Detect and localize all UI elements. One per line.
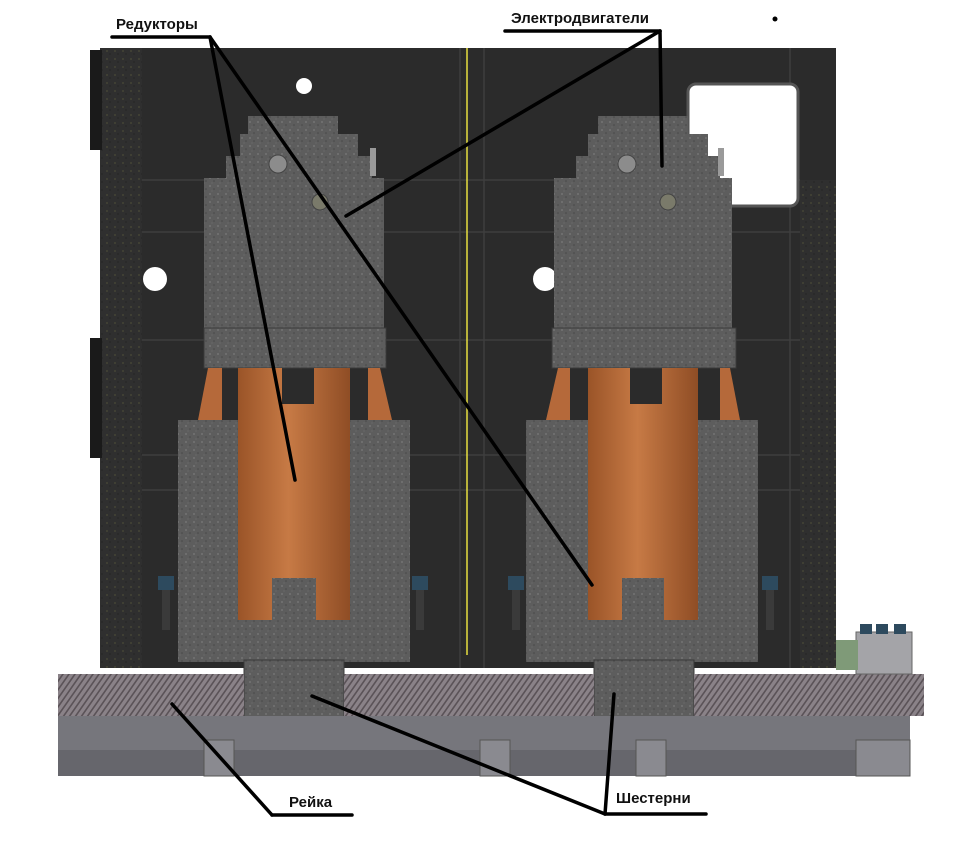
rack-end-knob	[894, 624, 906, 634]
label-reducers: Редукторы	[116, 16, 198, 33]
mounting-hole	[296, 78, 312, 94]
right-bolt	[508, 576, 524, 590]
left-copper-wedge	[368, 368, 392, 420]
gears-leader-right	[603, 692, 616, 816]
rack-teeth	[344, 674, 594, 716]
left-bolt	[162, 590, 170, 630]
right-copper-core	[588, 368, 698, 620]
left-flange	[203, 327, 387, 369]
motors-leader-left	[344, 29, 662, 218]
left-motor-body	[204, 116, 384, 330]
right-motor-bolt	[617, 154, 637, 174]
right-copper-wedge	[720, 368, 740, 420]
motors-leader-right	[658, 29, 664, 168]
reducers-leader-right	[208, 35, 594, 587]
leader-lines	[110, 29, 708, 817]
frame-left-post	[100, 48, 142, 668]
left-bolt	[416, 590, 424, 630]
rack-teeth	[694, 674, 924, 716]
left-bolt	[412, 576, 428, 590]
right-motor-terminal	[718, 148, 724, 176]
rack-end-connector	[855, 631, 913, 675]
rack-end-knob	[860, 624, 872, 634]
frame-right-post	[800, 180, 836, 668]
right-motor-bolt	[659, 193, 677, 211]
rack-slot	[855, 739, 911, 777]
right-motor-body	[554, 116, 732, 330]
frame-left-bracket-top	[90, 50, 102, 150]
left-motor-terminal	[370, 148, 376, 176]
frame-left-bracket-mid	[90, 338, 102, 458]
right-bolt	[512, 590, 520, 630]
right-drive-unit	[508, 116, 778, 719]
reducers-leader-left	[208, 35, 297, 482]
left-drive-unit	[158, 116, 428, 719]
right-gear-block	[593, 659, 695, 719]
right-bolt	[762, 576, 778, 590]
left-copper-core	[238, 368, 350, 620]
rack-end-knob	[876, 624, 888, 634]
rack-teeth	[58, 674, 244, 716]
rack-leader	[170, 702, 274, 817]
mounting-hole	[143, 267, 167, 291]
rack-end-cap	[836, 640, 858, 670]
right-bolt	[766, 590, 774, 630]
right-flange	[551, 327, 737, 369]
right-copper-wedge	[546, 368, 570, 420]
left-bolt	[158, 576, 174, 590]
rack-slot	[635, 739, 667, 777]
stray-dot	[772, 16, 778, 22]
gears-leader-left	[310, 694, 607, 816]
label-gears: Шестерни	[616, 790, 691, 807]
label-motors: Электродвигатели	[511, 10, 649, 27]
label-rack: Рейка	[289, 794, 333, 811]
left-copper-wedge	[198, 368, 222, 420]
left-gear-block	[243, 659, 345, 719]
mounting-hole	[533, 267, 557, 291]
left-motor-bolt	[268, 154, 288, 174]
